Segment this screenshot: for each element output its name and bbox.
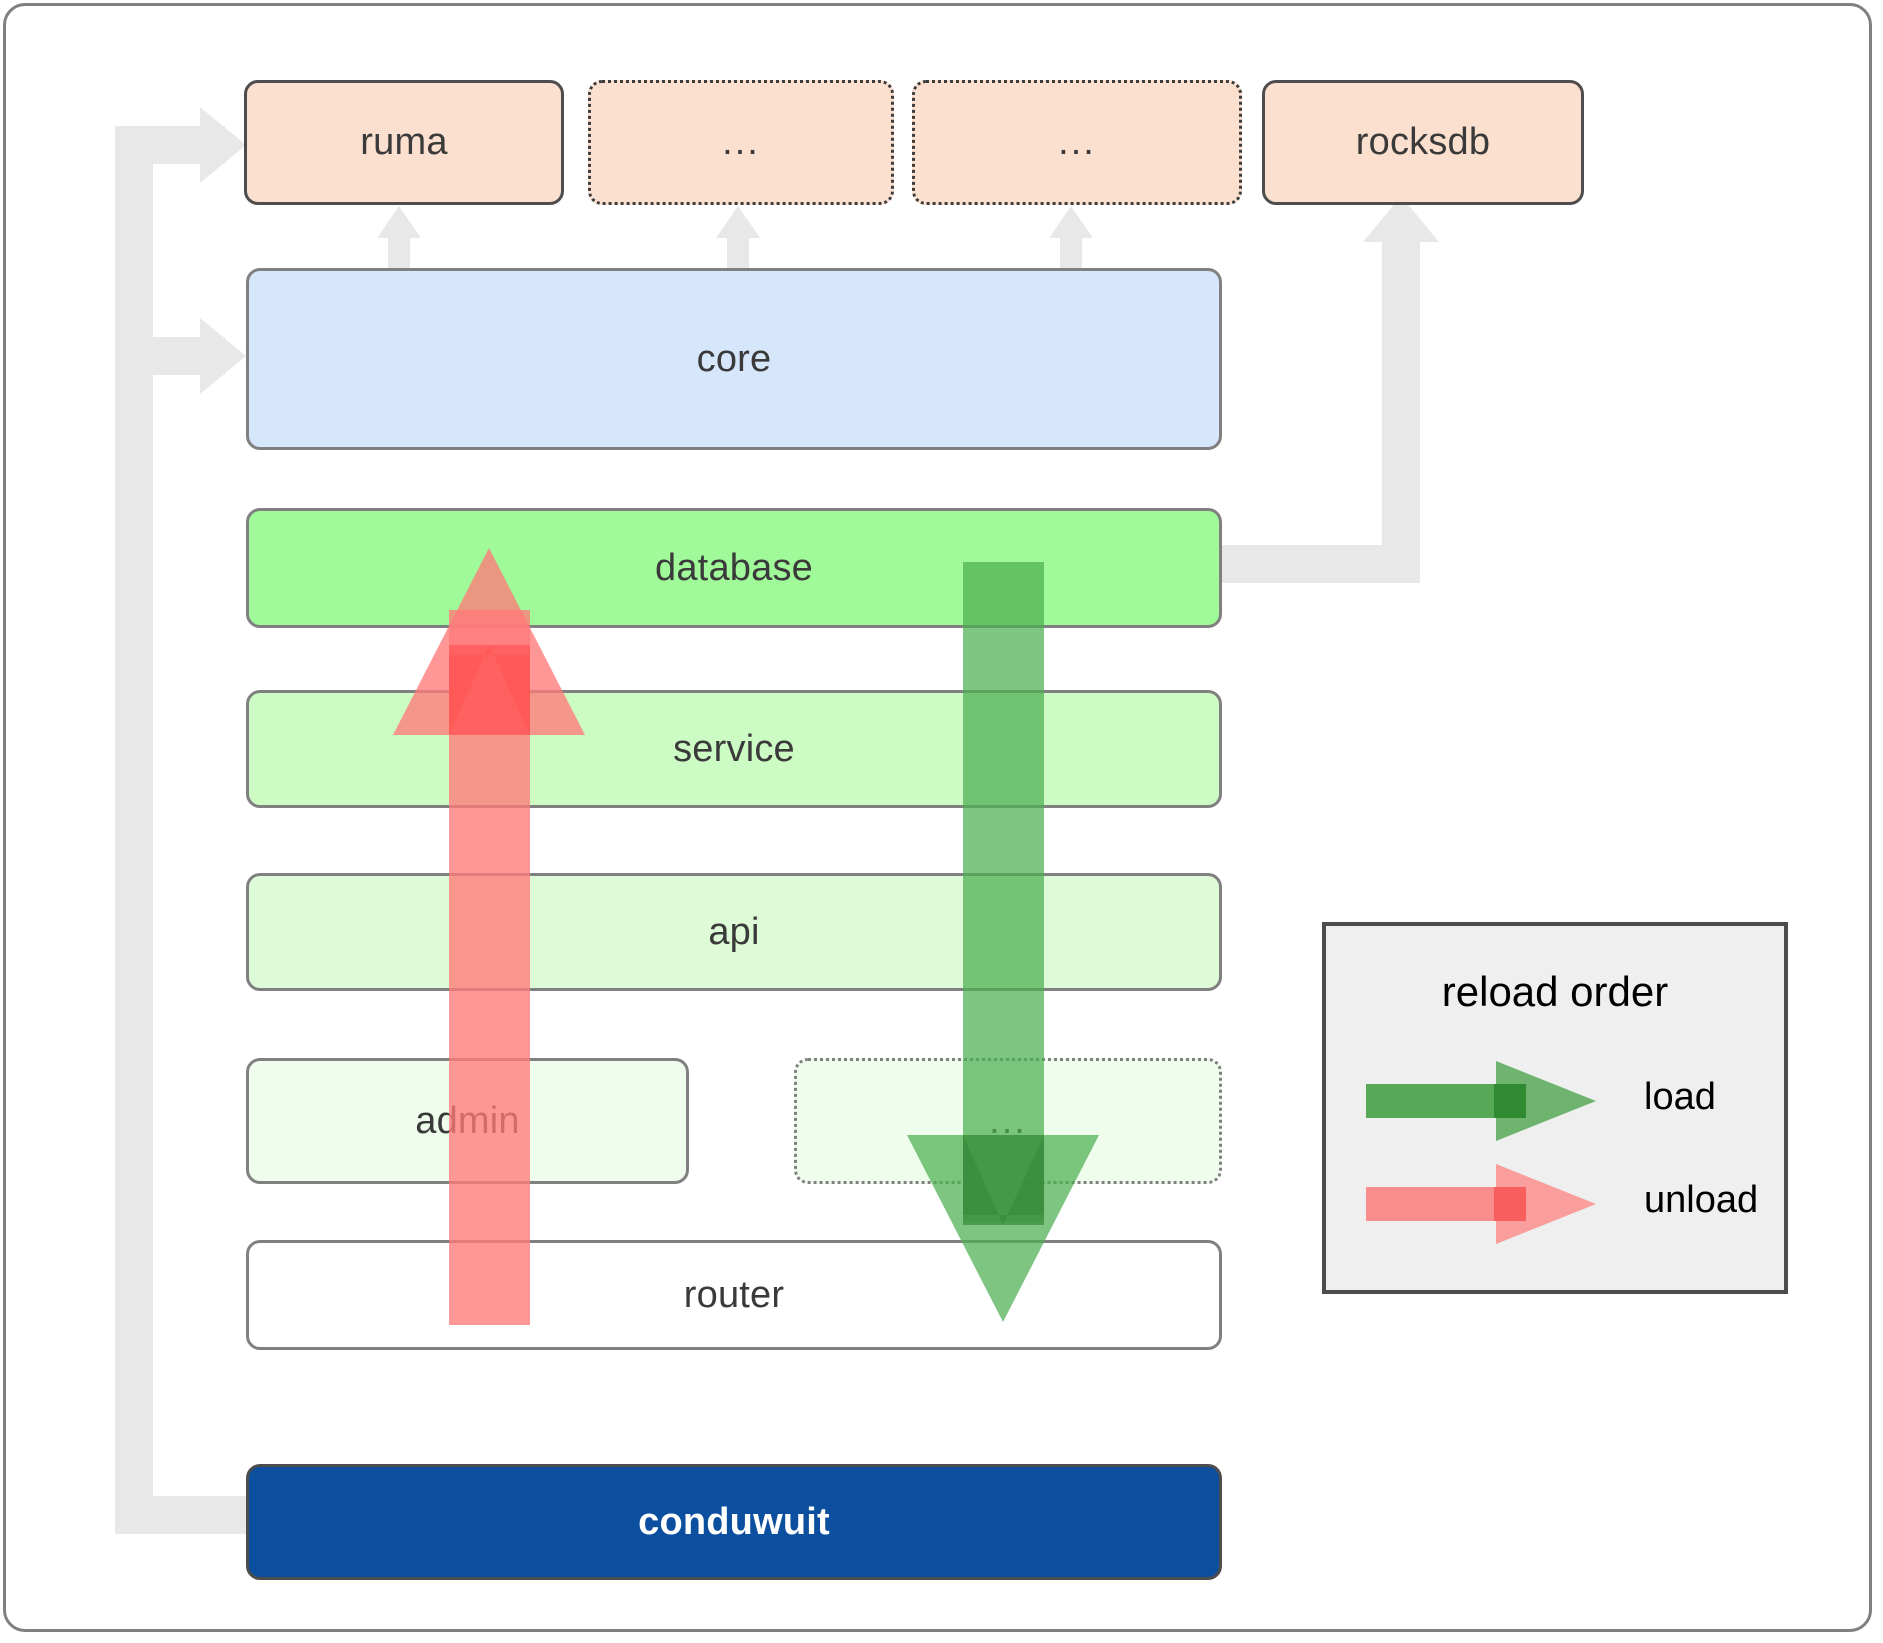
crate-box-rocksdb[interactable]: rocksdb bbox=[1262, 80, 1584, 205]
stub-core-to-ext1-arrowhead bbox=[716, 206, 760, 238]
layer-box-api[interactable]: api bbox=[246, 873, 1222, 991]
layer-box-admin[interactable]: admin bbox=[246, 1058, 689, 1184]
layer-box-service[interactable]: service bbox=[246, 690, 1222, 808]
crate-label-ext2: ... bbox=[1058, 121, 1096, 164]
crate-label-rocksdb: rocksdb bbox=[1355, 121, 1491, 163]
stub-core-to-ruma bbox=[388, 232, 410, 276]
stub-core-to-ext1 bbox=[727, 232, 749, 276]
legend-unload-head bbox=[1496, 1164, 1596, 1244]
connector-rocksdb-vertical bbox=[1382, 240, 1420, 583]
layer-label-extra: ... bbox=[989, 1099, 1027, 1142]
legend-load-arrow-icon bbox=[1366, 1061, 1596, 1141]
layer-label-admin: admin bbox=[415, 1099, 520, 1142]
layer-label-router: router bbox=[683, 1273, 785, 1316]
stub-core-to-ruma-arrowhead bbox=[377, 206, 421, 238]
layer-box-router[interactable]: router bbox=[246, 1240, 1222, 1350]
legend-title: reload order bbox=[1441, 968, 1669, 1015]
crate-box-ext2[interactable]: ... bbox=[912, 80, 1242, 205]
layer-box-extra[interactable]: ... bbox=[794, 1058, 1222, 1184]
legend-load-head bbox=[1496, 1061, 1596, 1141]
legend-label-unload: unload bbox=[1644, 1179, 1759, 1221]
connector-to-ruma-arrowhead bbox=[200, 107, 246, 183]
layer-label-database: database bbox=[655, 546, 813, 589]
layer-box-database[interactable]: database bbox=[246, 508, 1222, 628]
binary-label-conduwuit: conduwuit bbox=[638, 1500, 830, 1543]
crate-box-ext1[interactable]: ... bbox=[588, 80, 894, 205]
layer-label-core: core bbox=[696, 337, 772, 380]
legend-panel: reload order load unload bbox=[1322, 922, 1788, 1294]
layer-label-api: api bbox=[708, 910, 760, 953]
crate-box-ruma[interactable]: ruma bbox=[244, 80, 564, 205]
legend-unload-arrow-icon bbox=[1366, 1164, 1596, 1244]
crate-label-ext1: ... bbox=[722, 121, 760, 164]
legend-label-load: load bbox=[1644, 1076, 1716, 1118]
stub-core-to-ext2 bbox=[1060, 232, 1082, 276]
layer-box-core[interactable]: core bbox=[246, 268, 1222, 450]
legend-unload-junction bbox=[1494, 1187, 1526, 1221]
legend-load-junction bbox=[1494, 1084, 1526, 1118]
binary-box-conduwuit[interactable]: conduwuit bbox=[246, 1464, 1222, 1580]
connector-to-core-arrowhead bbox=[200, 318, 246, 394]
layer-label-service: service bbox=[673, 727, 795, 770]
diagram-frame bbox=[3, 3, 1872, 1632]
crate-label-ruma: ruma bbox=[360, 121, 448, 163]
stub-core-to-ext2-arrowhead bbox=[1049, 206, 1093, 238]
